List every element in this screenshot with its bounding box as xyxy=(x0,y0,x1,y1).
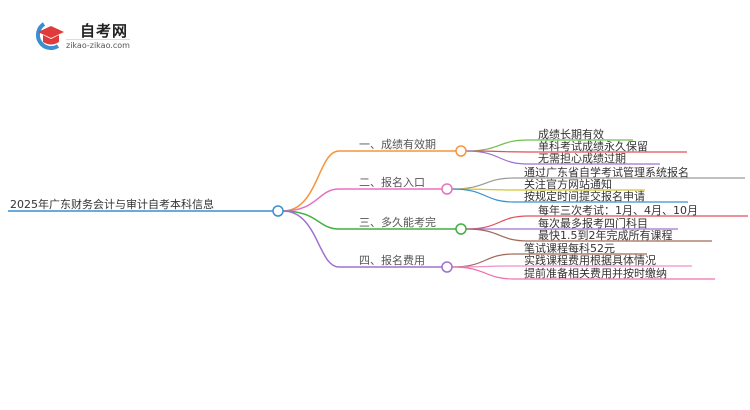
leaf-label: 实践课程费用根据具体情况 xyxy=(524,253,656,267)
branch-connector xyxy=(282,210,456,230)
branch-connector xyxy=(282,210,442,268)
leaf-label: 单科考试成绩永久保留 xyxy=(538,139,648,153)
leaf-label: 关注官方网站通知 xyxy=(524,177,612,191)
leaf-connector xyxy=(451,266,715,280)
leaf-label: 成绩长期有效 xyxy=(538,127,604,141)
leaf-label: 按规定时间提交报名申请 xyxy=(524,189,645,203)
leaf-label: 每年三次考试：1月、4月、10月 xyxy=(538,203,698,217)
branch-node-toggle xyxy=(455,145,467,157)
leaf-label: 最快1.5到2年完成所有课程 xyxy=(538,228,673,242)
leaf-label: 每次最多报考四门科目 xyxy=(538,216,648,230)
leaf-connector xyxy=(465,150,660,165)
leaf-label: 提前准备相关费用并按时缴纳 xyxy=(524,266,667,280)
branch-label: 三、多久能考完 xyxy=(359,215,436,229)
branch-label: 一、成绩有效期 xyxy=(359,137,436,151)
logo-graduation-cap-icon xyxy=(36,22,64,50)
branch-connector xyxy=(282,150,456,212)
leaf-connector xyxy=(465,228,712,242)
root-label: 2025年广东财务会计与审计自考本科信息 xyxy=(10,197,214,211)
leaf-label: 无需担心成绩过期 xyxy=(538,151,626,165)
branch-label: 四、报名费用 xyxy=(359,253,425,267)
branch-node-toggle xyxy=(455,223,467,235)
leaf-label: 通过广东省自学考试管理系统报名 xyxy=(524,165,689,179)
branch-node-toggle xyxy=(441,261,453,273)
root-node-toggle xyxy=(272,205,284,217)
branch-label: 二、报名入口 xyxy=(359,175,425,189)
logo-title: 自考网 xyxy=(80,22,129,40)
logo-url: zikao-zikao.com xyxy=(66,39,130,50)
leaf-label: 笔试课程每科52元 xyxy=(524,241,615,255)
branch-node-toggle xyxy=(441,183,453,195)
leaf-connector xyxy=(451,188,688,203)
branch-connector xyxy=(282,188,442,212)
